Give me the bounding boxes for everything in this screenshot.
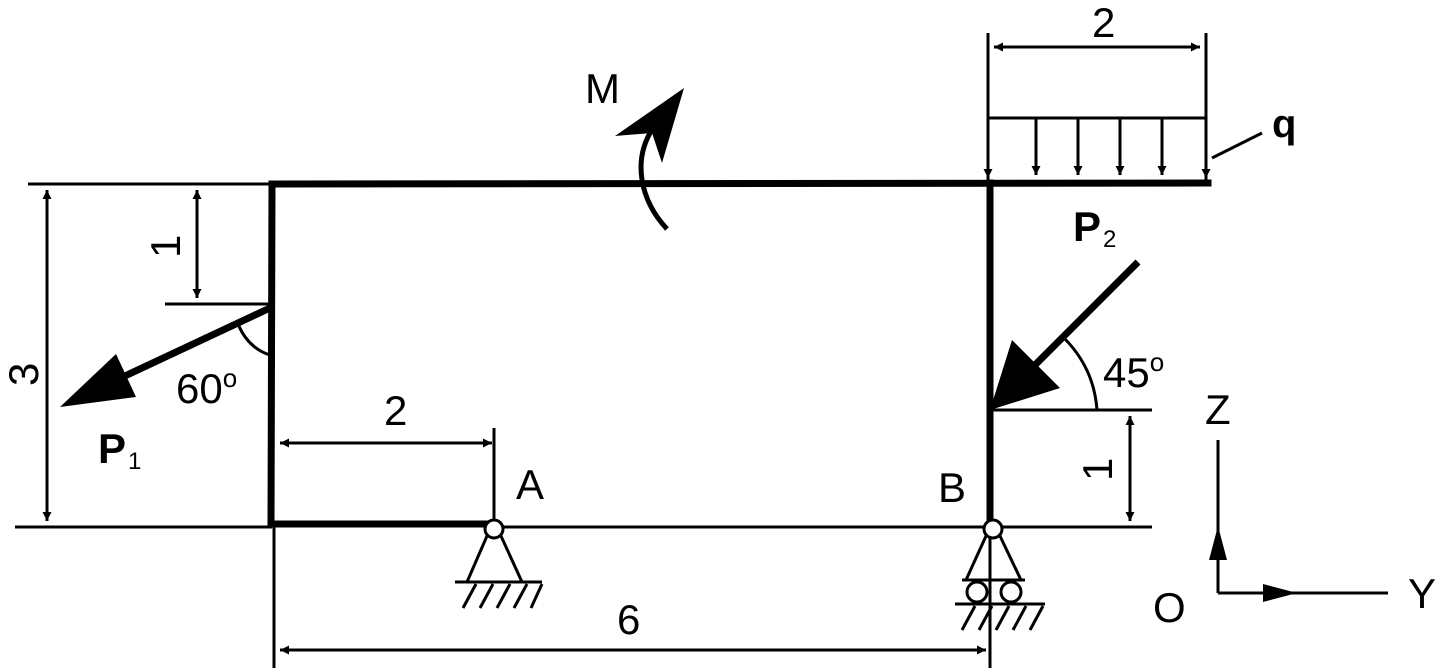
moment-arrow xyxy=(615,88,684,231)
axis-y-arrowhead xyxy=(1263,584,1297,602)
axis-z-label: Z xyxy=(1205,386,1231,433)
origin-label: O xyxy=(1153,584,1186,631)
frame xyxy=(267,179,1212,528)
support-a-pin xyxy=(455,518,544,609)
angle-45-arc xyxy=(1062,336,1099,411)
dim-top-load-width-label: 2 xyxy=(1092,0,1115,46)
extension-lines xyxy=(15,33,1208,668)
angle-60-arc xyxy=(236,323,271,357)
frame-left-member xyxy=(267,180,276,528)
frame-top-member xyxy=(268,179,1212,188)
dim-bottom-to-a-label: 2 xyxy=(384,387,407,434)
force-p2-arrow xyxy=(990,259,1141,411)
force-p1-arrow xyxy=(60,304,272,407)
dim-left-height-label: 3 xyxy=(0,363,47,386)
support-b-roller xyxy=(955,518,1045,631)
dim-total-width-label: 6 xyxy=(617,596,640,643)
angle-45-label: 45o xyxy=(1103,347,1164,396)
distributed-load xyxy=(983,116,1263,178)
dimension-lines xyxy=(42,42,1200,655)
support-b-label: B xyxy=(938,464,966,511)
coordinate-axes xyxy=(1209,440,1388,602)
angle-60-label: 60o xyxy=(176,363,237,412)
dim-right-offset-label: 1 xyxy=(1074,458,1121,481)
moment-label: M xyxy=(585,65,620,112)
q-label: q xyxy=(1272,102,1296,146)
dim-left-offset-label: 1 xyxy=(142,235,189,258)
axis-y-label: Y xyxy=(1408,570,1436,617)
axis-z-arrowhead xyxy=(1209,526,1227,560)
p2-label: P2 xyxy=(1073,203,1116,253)
p1-label: P1 xyxy=(98,425,141,475)
support-a-label: A xyxy=(516,461,544,508)
q-leader-line xyxy=(1211,131,1263,160)
